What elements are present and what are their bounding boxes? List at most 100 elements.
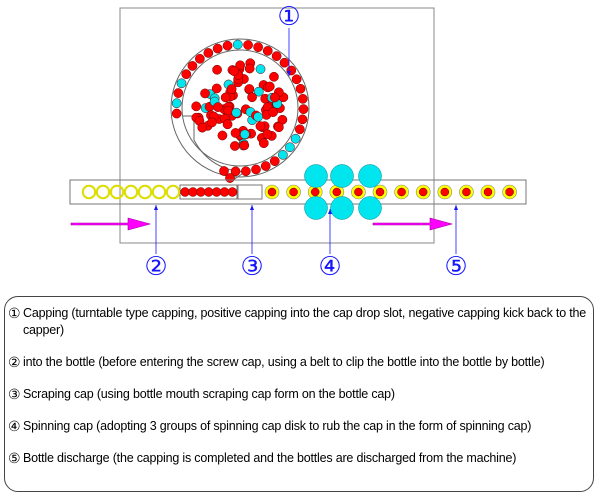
bottle-cap <box>505 187 514 197</box>
cap <box>231 107 242 118</box>
cap <box>290 133 301 144</box>
cap <box>226 84 237 94</box>
callout-number: ⑤ <box>444 252 467 282</box>
bottle-cap <box>397 187 406 197</box>
bottle-cap <box>332 187 342 197</box>
cap <box>268 107 278 117</box>
legend-text: Scraping cap (using bottle mouth scrapin… <box>23 387 395 401</box>
cap <box>187 61 198 71</box>
legend-number: ④ <box>8 418 21 434</box>
legend-item-5: ⑤ Bottle discharge (the capping is compl… <box>8 450 593 467</box>
callout-arrowhead <box>287 71 291 76</box>
legend-number: ① <box>8 305 21 321</box>
cap <box>181 69 192 80</box>
cap <box>258 138 269 149</box>
cap-in-feed <box>227 187 238 197</box>
bottle-cap <box>375 187 385 197</box>
cap <box>251 164 261 175</box>
cap <box>247 92 257 103</box>
bottle-cap <box>289 187 298 197</box>
spinning-cap-disks <box>304 164 382 220</box>
legend-text: Spinning cap (adopting 3 groups of spinn… <box>23 419 532 433</box>
empty-bottle <box>123 184 139 200</box>
cap <box>253 112 263 122</box>
cap <box>239 140 250 151</box>
cap <box>264 81 275 92</box>
scraping-station <box>237 184 263 200</box>
spinning-disk <box>358 164 382 188</box>
callout-arrowhead <box>154 205 158 210</box>
turntable-outer-ring <box>170 38 310 178</box>
cap <box>279 57 290 68</box>
legend-item-3: ③ Scraping cap (using bottle mouth scrap… <box>8 386 593 403</box>
cap <box>173 88 184 98</box>
cap <box>297 114 308 125</box>
cap <box>243 40 253 50</box>
cap <box>225 173 235 183</box>
bottle-cap <box>354 187 363 197</box>
callout-arrowhead <box>328 209 332 214</box>
cap <box>271 51 282 61</box>
machine-frame <box>119 7 435 244</box>
cap <box>230 166 241 177</box>
cap <box>176 78 187 89</box>
cap <box>285 142 295 153</box>
cap <box>269 156 280 166</box>
cap <box>207 117 217 128</box>
bottle-cap <box>267 187 277 197</box>
callout-number: ④ <box>318 252 341 282</box>
spinning-disk <box>330 164 354 188</box>
cap <box>212 64 222 75</box>
cap <box>230 141 240 151</box>
cap <box>230 128 241 138</box>
cap <box>295 83 306 94</box>
empty-bottle <box>137 184 153 200</box>
cap <box>171 98 182 109</box>
legend-number: ② <box>8 354 21 370</box>
cap <box>255 121 266 132</box>
caps-in-turntable <box>171 39 309 183</box>
cap <box>217 130 228 141</box>
legend-text: Capping (turntable type capping, positiv… <box>23 306 586 337</box>
cap <box>211 83 222 94</box>
legend-number: ③ <box>8 386 21 402</box>
cap <box>239 129 250 140</box>
empty-bottle <box>81 184 97 200</box>
inflow-arrow <box>70 217 152 231</box>
cap <box>253 86 264 97</box>
legend-number: ⑤ <box>8 450 21 466</box>
cap <box>253 42 263 52</box>
cap <box>222 40 233 51</box>
turntable-inner-ring <box>181 49 299 167</box>
cap <box>191 101 202 112</box>
legend-text: into the bottle (before entering the scr… <box>23 355 545 369</box>
bottles <box>81 184 517 200</box>
callout-arrowhead <box>454 205 458 210</box>
cap <box>255 64 266 74</box>
cap <box>171 108 182 119</box>
spinning-disk <box>304 196 328 220</box>
cap <box>222 119 233 130</box>
flow-arrows <box>70 217 454 231</box>
callout-number: ① <box>277 2 300 32</box>
cap <box>298 104 309 114</box>
cap-in-feed <box>188 187 198 197</box>
cap <box>278 149 288 160</box>
cap <box>273 122 284 133</box>
cap <box>291 74 302 85</box>
legend-text: Bottle discharge (the capping is complet… <box>23 451 517 465</box>
cap <box>297 93 308 104</box>
bottle-cap <box>418 187 428 197</box>
cap <box>241 166 251 177</box>
cap <box>262 129 273 140</box>
cap <box>200 88 210 99</box>
cap <box>270 92 280 103</box>
bottle-cap <box>462 187 471 197</box>
callout-number: ③ <box>240 252 263 282</box>
cap <box>232 39 243 50</box>
